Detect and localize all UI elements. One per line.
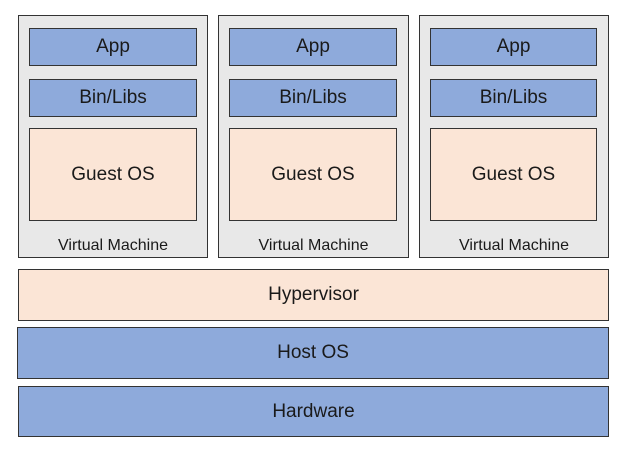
bin-libs-box: Bin/Libs (430, 79, 597, 117)
guest-os-box: Guest OS (430, 128, 597, 221)
host-os-layer: Host OS (17, 327, 609, 379)
app-box: App (229, 28, 397, 66)
bin-libs-label: Bin/Libs (79, 87, 147, 108)
virtual-machine-label: Virtual Machine (459, 237, 569, 254)
hypervisor-layer: Hypervisor (18, 269, 609, 321)
app-label: App (296, 36, 330, 57)
bin-libs-label: Bin/Libs (279, 87, 347, 108)
virtual-machine-label: Virtual Machine (258, 237, 369, 254)
virtual-machine-3: App Bin/Libs Guest OS Virtual Machine (419, 15, 609, 258)
hypervisor-label: Hypervisor (268, 284, 359, 305)
guest-os-label: Guest OS (271, 163, 355, 185)
bin-libs-box: Bin/Libs (229, 79, 397, 117)
guest-os-box: Guest OS (29, 128, 197, 221)
app-box: App (430, 28, 597, 66)
hardware-label: Hardware (272, 400, 355, 422)
virtual-machine-2: App Bin/Libs Guest OS Virtual Machine (218, 15, 409, 258)
app-label: App (96, 36, 130, 57)
app-box: App (29, 28, 197, 66)
hardware-layer: Hardware (18, 386, 609, 437)
guest-os-label: Guest OS (71, 163, 155, 185)
host-os-label: Host OS (277, 342, 349, 363)
guest-os-box: Guest OS (229, 128, 397, 221)
virtual-machine-label: Virtual Machine (58, 237, 168, 254)
bin-libs-box: Bin/Libs (29, 79, 197, 117)
virtual-machine-1: App Bin/Libs Guest OS Virtual Machine (18, 15, 208, 258)
guest-os-label: Guest OS (471, 163, 556, 185)
bin-libs-label: Bin/Libs (479, 87, 548, 108)
app-label: App (496, 36, 531, 57)
